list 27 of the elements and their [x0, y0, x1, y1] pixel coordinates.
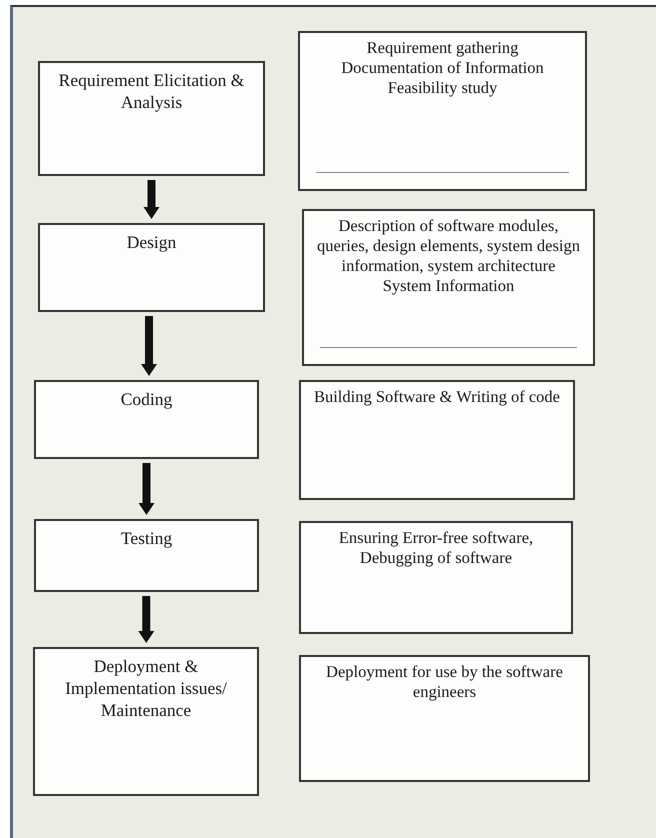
process-box — [38, 223, 265, 312]
step-label: Deployment & Implementation issues/ Maintenance — [64, 655, 228, 721]
arrow — [141, 316, 157, 376]
process-box — [38, 61, 265, 176]
description-text: Documentation of Information — [340, 58, 545, 78]
description-text: Deployment for use by the software engineers — [325, 662, 564, 702]
process-box — [34, 519, 259, 592]
description-text: Description of software modules, queries, design elements, system design information, system architecture — [316, 216, 582, 276]
step-label: Testing — [120, 527, 174, 549]
description-box — [299, 380, 575, 500]
arrow — [138, 596, 154, 643]
step-label: Design — [126, 231, 178, 253]
description-text: Feasibility study — [386, 78, 498, 98]
step-label: Requirement Elicitation & Analysis — [58, 69, 246, 113]
description-box — [298, 31, 587, 191]
arrow — [144, 180, 160, 219]
step-label: Coding — [120, 388, 174, 410]
description-text: Building Software & Writing of code — [312, 387, 562, 407]
description-box — [299, 521, 573, 634]
process-box — [33, 647, 259, 796]
description-box — [302, 209, 595, 366]
description-text: Ensuring Error-free software, Debugging of software — [338, 528, 534, 568]
description-box — [299, 655, 590, 782]
description-text: System Information — [382, 276, 516, 296]
arrow — [138, 463, 154, 515]
process-box — [34, 380, 259, 459]
description-text: Requirement gathering — [366, 38, 520, 58]
